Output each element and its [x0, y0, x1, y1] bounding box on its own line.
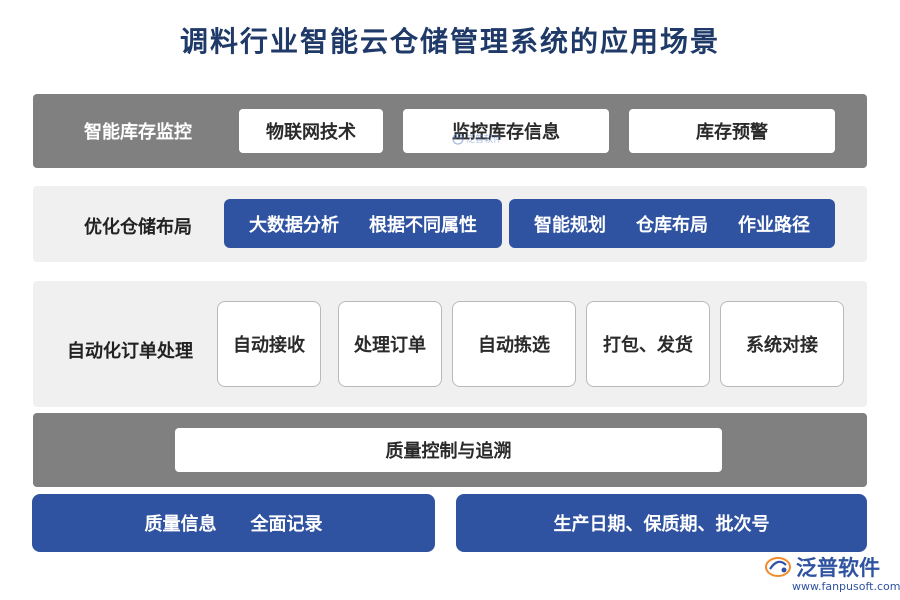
box-auto-picking: 自动拣选 — [452, 301, 576, 387]
watermark-swirl-icon — [452, 132, 464, 145]
item-full-record: 全面记录 — [250, 514, 323, 535]
box-process-orders: 处理订单 — [338, 301, 442, 387]
brand-swirl-icon — [765, 557, 791, 577]
box-quality-info: 质量信息 全面记录 — [32, 494, 435, 552]
item-warehouse-layout: 仓库布局 — [636, 214, 708, 236]
brand-name: 泛普软件 — [796, 556, 880, 580]
row-label-auto-order-processing: 自动化订单处理 — [67, 341, 193, 362]
box-pack-ship: 打包、发货 — [586, 301, 710, 387]
box-monitor-inventory-info: 监控库存信息 — [403, 109, 609, 153]
item-quality-info: 质量信息 — [144, 514, 217, 535]
box-auto-receive: 自动接收 — [217, 301, 321, 387]
row-label-optimize-layout: 优化仓储布局 — [84, 217, 192, 238]
page-title: 调料行业智能云仓储管理系统的应用场景 — [179, 25, 720, 58]
item-by-attributes: 根据不同属性 — [369, 214, 477, 236]
item-production-date-shelf-life-batch: 生产日期、保质期、批次号 — [553, 514, 770, 535]
brand-url: www.fanpusoft.com — [792, 580, 900, 593]
box-iot-technology: 物联网技术 — [239, 109, 383, 153]
item-work-path: 作业路径 — [738, 214, 810, 236]
brand-logo: 泛普软件 — [764, 552, 880, 582]
item-big-data-analysis: 大数据分析 — [249, 214, 339, 236]
box-quality-control-trace: 质量控制与追溯 — [175, 428, 722, 472]
row-label-inventory-monitoring: 智能库存监控 — [84, 122, 192, 143]
box-production-date-info: 生产日期、保质期、批次号 — [456, 494, 867, 552]
center-watermark: 泛普软件 — [452, 132, 502, 145]
watermark-small-text: 泛普软件 — [466, 135, 503, 145]
box-big-data-analysis-group: 大数据分析 根据不同属性 — [224, 199, 502, 248]
box-smart-planning-group: 智能规划 仓库布局 作业路径 — [509, 199, 835, 248]
item-smart-planning: 智能规划 — [534, 214, 606, 236]
box-system-integration: 系统对接 — [720, 301, 844, 387]
box-inventory-alert: 库存预警 — [629, 109, 835, 153]
